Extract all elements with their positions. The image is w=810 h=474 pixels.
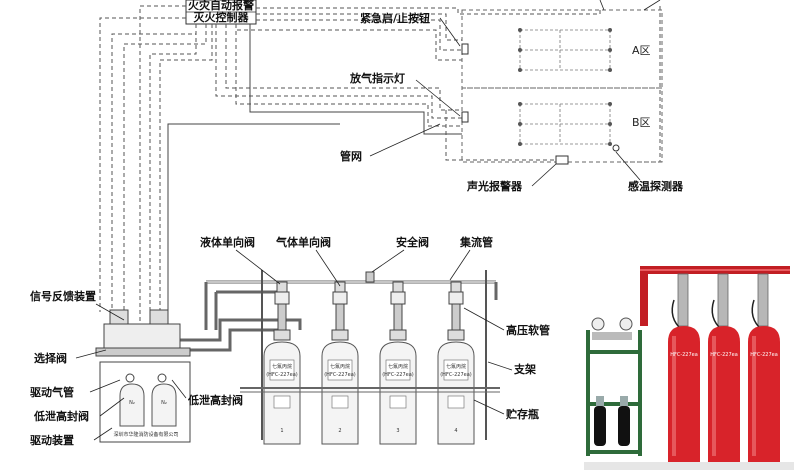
gas-check-valve-label: 气体单向阀: [275, 235, 331, 249]
manifold-label: 集流管: [459, 235, 493, 249]
discharge-lamp-label: 放气指示灯: [349, 71, 405, 85]
low-leak-valve-left-label: 低泄高封阀: [33, 409, 89, 423]
svg-text:N₂: N₂: [161, 400, 167, 406]
controller-subtitle: 灭火控制器: [193, 10, 250, 24]
emergency-button-label: 紧急启/止按钮: [360, 11, 430, 25]
cylinder-number-2: 2: [338, 428, 341, 434]
zone-a: A区: [461, 9, 663, 89]
drive-base-text: 深圳市华隆消防设备有限公司: [113, 431, 178, 438]
hp-hose-label: 高压软管: [506, 323, 550, 337]
support-label: 支架: [513, 362, 536, 376]
controller-title: 火灾自动报警: [188, 0, 254, 12]
storage-cylinder-3: 七氟丙烷 (HFC-227ea) 3: [379, 341, 417, 445]
temperature-detector-icon: [612, 144, 620, 152]
zone-b: B区: [461, 87, 663, 163]
selector-valve-label: 选择阀: [34, 351, 67, 365]
svg-text:七氟丙烷: 七氟丙烷: [388, 363, 408, 370]
top-labels: 紧急启/止按钮 放气指示灯 管网 声光报警器 感温探测器: [340, 0, 684, 193]
photo-tag-2: HFC-227ea: [710, 352, 738, 358]
piping: [180, 270, 498, 440]
storage-bottle-label: 贮存瓶: [505, 407, 539, 421]
cylinder-valves: [273, 281, 465, 341]
alarm-bell-icon: [555, 155, 569, 165]
drive-device-label: 驱动装置: [30, 433, 74, 447]
pipe-network-label: 管网: [340, 149, 362, 163]
drive-device: N₂ N₂ 深圳市华隆消防设备有限公司: [95, 309, 191, 443]
svg-text:(HFC-227ea): (HFC-227ea): [324, 372, 356, 378]
photo-tag-1: HFC-227ea: [670, 352, 698, 358]
svg-text:N₂: N₂: [129, 400, 135, 406]
cylinder-number-3: 3: [396, 428, 399, 434]
cylinder-number-4: 4: [454, 428, 457, 434]
sound-light-alarm-label: 声光报警器: [466, 179, 523, 193]
controller: 火灾自动报警 灭火控制器: [185, 0, 257, 25]
svg-text:(HFC-227ea): (HFC-227ea): [382, 372, 414, 378]
svg-text:七氟丙烷: 七氟丙烷: [272, 363, 292, 370]
liquid-check-valve-label: 液体单向阀: [200, 235, 255, 249]
svg-text:七氟丙烷: 七氟丙烷: [446, 363, 466, 370]
zone-a-label: A区: [632, 44, 651, 57]
low-leak-valve-right-label: 低泄高封阀: [187, 393, 243, 407]
safety-valve-label: 安全阀: [396, 235, 429, 249]
discharge-lamp-icon: [461, 111, 469, 123]
zone-b-label: B区: [632, 116, 651, 129]
svg-text:七氟丙烷: 七氟丙烷: [330, 363, 350, 370]
storage-cylinder-2: 七氟丙烷 (HFC-227ea) 2: [321, 341, 359, 445]
emergency-button-icon: [461, 43, 469, 55]
signal-feedback-label: 信号反馈装置: [30, 289, 96, 303]
storage-cylinder-1: 七氟丙烷 (HFC-227ea) 1: [263, 341, 301, 445]
storage-cylinders: 七氟丙烷 (HFC-227ea) 1 七氟丙烷 (HFC-227ea) 2 七氟…: [240, 341, 500, 445]
storage-cylinder-4: 七氟丙烷 (HFC-227ea) 4: [437, 341, 475, 445]
cylinder-number-1: 1: [280, 428, 283, 434]
temp-detector-label: 感温探测器: [628, 179, 684, 193]
photo-tag-3: HFC-227ea: [750, 352, 778, 358]
svg-text:(HFC-227ea): (HFC-227ea): [440, 372, 472, 378]
bottom-labels: 液体单向阀 气体单向阀 安全阀 集流管 信号反馈装置 高压软管 选择阀 支架 驱…: [30, 235, 550, 447]
svg-text:(HFC-227ea): (HFC-227ea): [266, 372, 298, 378]
drive-pipe-label: 驱动气管: [30, 385, 74, 399]
equipment-photo: HFC-227ea HFC-227ea HFC-227ea: [584, 266, 794, 470]
